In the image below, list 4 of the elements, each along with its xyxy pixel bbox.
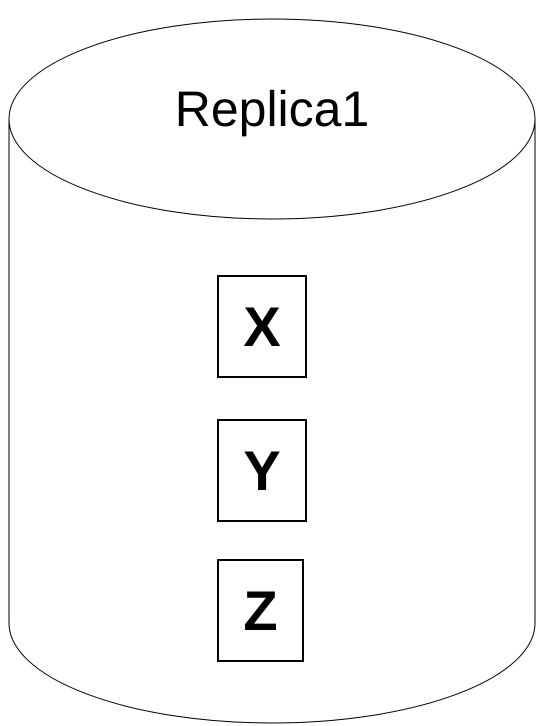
database-label: Replica1 <box>174 84 370 134</box>
variable-box: Y <box>217 419 307 522</box>
variable-box: X <box>217 275 307 378</box>
variable-box: Z <box>217 559 304 662</box>
